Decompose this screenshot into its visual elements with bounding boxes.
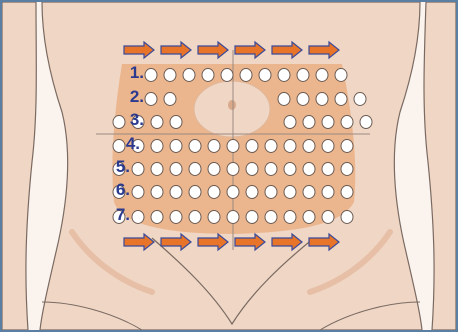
injection-dot xyxy=(259,69,271,82)
injection-dot xyxy=(360,116,372,129)
injection-dot xyxy=(170,163,182,176)
injection-dot xyxy=(322,186,334,199)
injection-dot xyxy=(265,163,277,176)
navel xyxy=(228,100,236,110)
injection-dot xyxy=(265,140,277,153)
injection-dot xyxy=(322,211,334,224)
injection-dot xyxy=(132,186,144,199)
row-label-2: 2. xyxy=(104,87,144,107)
injection-dot xyxy=(316,69,328,82)
injection-dot xyxy=(322,140,334,153)
injection-dot xyxy=(341,163,353,176)
injection-dot xyxy=(208,211,220,224)
injection-dot xyxy=(303,116,315,129)
injection-dot xyxy=(151,186,163,199)
injection-dot xyxy=(145,93,157,106)
injection-dot xyxy=(284,211,296,224)
injection-dot xyxy=(189,140,201,153)
left-arm xyxy=(2,2,36,330)
injection-dot xyxy=(227,186,239,199)
injection-dot xyxy=(170,186,182,199)
injection-dot xyxy=(335,69,347,82)
injection-dot xyxy=(341,211,353,224)
injection-dot xyxy=(284,140,296,153)
injection-dot xyxy=(341,186,353,199)
right-arm xyxy=(424,2,456,330)
injection-dot xyxy=(322,163,334,176)
row-label-4: 4. xyxy=(100,134,140,154)
injection-dot xyxy=(164,93,176,106)
injection-dot xyxy=(278,93,290,106)
injection-dot xyxy=(246,211,258,224)
abdomen-illustration xyxy=(2,2,456,330)
injection-dot xyxy=(227,163,239,176)
injection-dot xyxy=(189,163,201,176)
injection-dot xyxy=(132,211,144,224)
injection-dot xyxy=(151,140,163,153)
injection-dot xyxy=(227,211,239,224)
injection-dot xyxy=(246,186,258,199)
injection-dot xyxy=(227,140,239,153)
injection-dot xyxy=(316,93,328,106)
injection-dot xyxy=(284,116,296,129)
injection-dot xyxy=(246,163,258,176)
injection-dot xyxy=(183,69,195,82)
injection-dot xyxy=(335,93,347,106)
injection-dot xyxy=(132,163,144,176)
injection-dot xyxy=(208,186,220,199)
injection-dot xyxy=(240,69,252,82)
injection-dot xyxy=(170,140,182,153)
injection-dot xyxy=(341,116,353,129)
row-label-7: 7. xyxy=(90,205,130,225)
injection-dot xyxy=(246,140,258,153)
injection-dot xyxy=(278,69,290,82)
injection-dot xyxy=(151,163,163,176)
injection-dot xyxy=(170,211,182,224)
injection-dot xyxy=(303,186,315,199)
row-label-3: 3. xyxy=(104,110,144,130)
injection-dot xyxy=(297,69,309,82)
injection-dot xyxy=(322,116,334,129)
injection-dot xyxy=(202,69,214,82)
injection-dot xyxy=(189,186,201,199)
injection-dot xyxy=(151,211,163,224)
injection-dot xyxy=(208,140,220,153)
injection-dot xyxy=(265,186,277,199)
injection-dot xyxy=(284,186,296,199)
injection-dot xyxy=(297,93,309,106)
injection-dot xyxy=(164,69,176,82)
injection-dot xyxy=(170,116,182,129)
injection-dot xyxy=(303,163,315,176)
row-label-5: 5. xyxy=(90,157,130,177)
injection-dot xyxy=(189,211,201,224)
injection-dot xyxy=(341,140,353,153)
injection-dot xyxy=(145,69,157,82)
injection-dot xyxy=(303,211,315,224)
injection-dot xyxy=(221,69,233,82)
row-label-6: 6. xyxy=(90,180,130,200)
injection-dot xyxy=(265,211,277,224)
injection-dot xyxy=(208,163,220,176)
injection-dot xyxy=(354,93,366,106)
injection-dot xyxy=(303,140,315,153)
injection-dot xyxy=(151,116,163,129)
injection-dot xyxy=(284,163,296,176)
row-label-1: 1. xyxy=(104,63,144,83)
